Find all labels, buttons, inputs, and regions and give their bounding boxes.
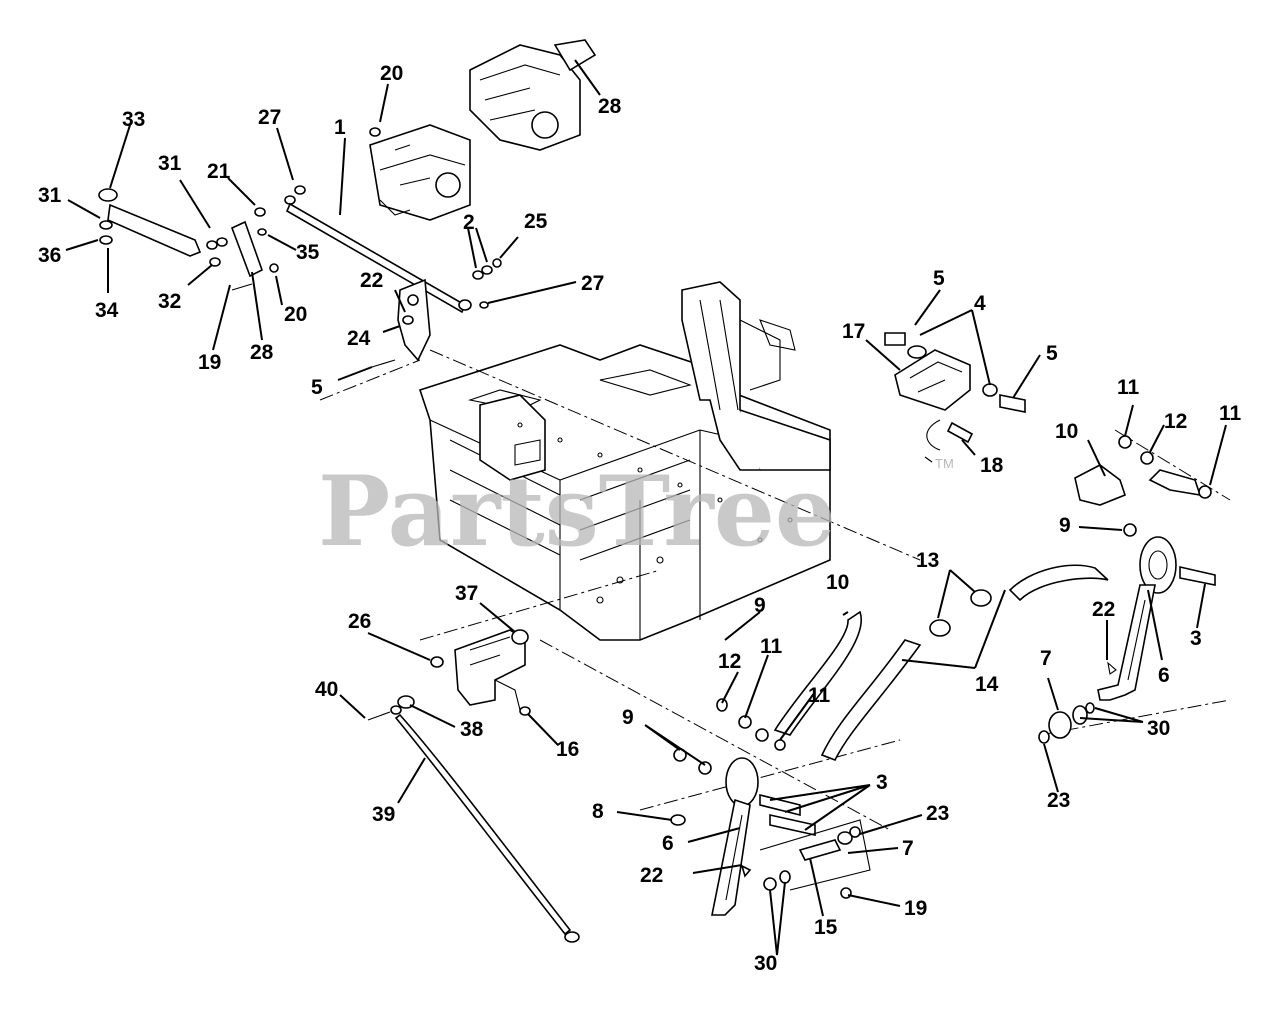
control-rod-assembly (98, 127, 502, 368)
callout-31-left: 31 (38, 184, 62, 207)
callout-39: 39 (372, 803, 395, 826)
callout-32: 32 (158, 290, 181, 313)
chassis-frame (418, 281, 831, 641)
callout-5-top: 5 (933, 267, 945, 290)
callout-26: 26 (348, 610, 371, 633)
callout-20-left: 20 (284, 303, 307, 326)
callout-5-right: 5 (1046, 342, 1058, 365)
callout-22-right: 22 (1092, 598, 1115, 621)
callout-3-lower: 3 (876, 771, 888, 794)
callout-34: 34 (95, 299, 119, 322)
callout-24: 24 (347, 327, 371, 350)
callout-33: 33 (122, 108, 145, 131)
callout-1: 1 (334, 116, 346, 139)
lower-pedal-assembly (670, 698, 871, 916)
callout-22-lower: 22 (640, 864, 663, 887)
leader-lines (65, 59, 1227, 956)
callout-17: 17 (842, 320, 865, 343)
partstree-watermark: PartsTree TM (318, 455, 954, 568)
callout-8: 8 (592, 800, 604, 823)
callout-28-top: 28 (598, 95, 622, 118)
callout-11-center-a: 11 (760, 635, 783, 658)
callout-38: 38 (460, 718, 484, 741)
callout-9-center: 9 (754, 594, 766, 617)
callout-11-center-b: 11 (808, 684, 831, 707)
callout-6-right: 6 (1158, 664, 1170, 687)
callout-20-top: 20 (380, 62, 403, 85)
callout-2: 2 (463, 211, 475, 234)
callout-9-lower: 9 (622, 706, 634, 729)
callout-30-right: 30 (1147, 717, 1170, 740)
watermark-trademark: TM (935, 456, 954, 471)
transmission-assembly (469, 39, 597, 151)
callout-22-left: 22 (360, 269, 383, 292)
callout-19-left: 19 (198, 351, 221, 374)
callout-11-right-b: 11 (1219, 402, 1242, 425)
callout-18: 18 (980, 454, 1004, 477)
callout-40: 40 (315, 678, 338, 701)
reference-lines (319, 349, 1231, 831)
pedal-bracket (884, 332, 1026, 463)
hoses (773, 564, 1109, 762)
callout-23-right: 23 (1047, 789, 1070, 812)
callout-10-center: 10 (826, 571, 849, 594)
callout-16: 16 (556, 738, 579, 761)
callout-36: 36 (38, 244, 61, 267)
callout-labels: 33 31 36 34 31 32 21 27 35 20 19 28 1 20… (38, 62, 1242, 975)
callout-35: 35 (296, 241, 320, 264)
callout-11-right-a: 11 (1117, 376, 1140, 399)
right-pedal-assembly (1038, 435, 1216, 744)
callout-6-lower: 6 (662, 832, 674, 855)
callout-5-left: 5 (311, 376, 323, 399)
callout-15: 15 (814, 916, 838, 939)
callout-7-lower: 7 (902, 837, 914, 860)
callout-37: 37 (455, 582, 478, 605)
callout-10-right: 10 (1055, 420, 1078, 443)
callout-19-lower: 19 (904, 897, 927, 920)
callout-13: 13 (916, 549, 939, 572)
callout-31: 31 (158, 152, 182, 175)
callout-14: 14 (975, 673, 999, 696)
callout-3-right: 3 (1190, 627, 1202, 650)
callout-27-top: 27 (258, 106, 281, 129)
callout-9-right: 9 (1059, 514, 1071, 537)
watermark-text: PartsTree (318, 455, 836, 568)
callout-21: 21 (207, 160, 231, 183)
lower-bracket-and-cable (367, 629, 580, 943)
callout-4: 4 (974, 292, 986, 315)
callout-28-left: 28 (250, 341, 274, 364)
callout-12-right: 12 (1164, 410, 1187, 433)
hydro-pump-assembly (369, 124, 471, 221)
callout-12-center: 12 (718, 650, 741, 673)
callout-30-lower: 30 (754, 952, 777, 975)
callout-23-lower: 23 (926, 802, 949, 825)
callout-7-right: 7 (1040, 647, 1052, 670)
callout-27-right: 27 (581, 272, 604, 295)
callout-25: 25 (524, 210, 548, 233)
